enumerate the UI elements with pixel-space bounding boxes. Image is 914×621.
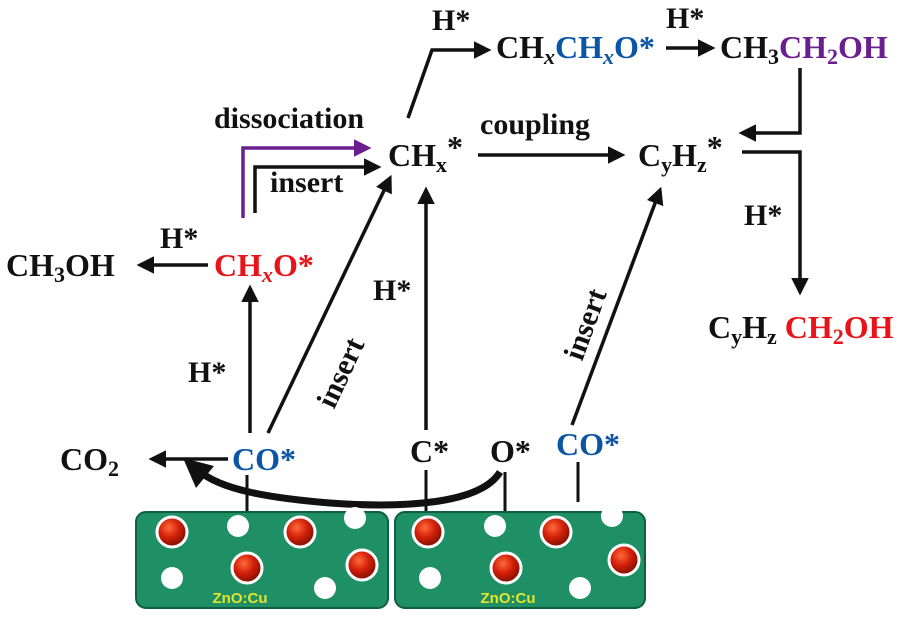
arrow-co-insert-chx	[266, 174, 392, 434]
label-dissociation: dissociation	[214, 102, 364, 135]
label-h-top: H*	[432, 4, 470, 37]
label-h-top2: H*	[666, 2, 704, 35]
label-h-mid: H*	[373, 274, 411, 307]
species-chx: CHx*	[388, 129, 463, 177]
catalyst-label-left: ZnO:Cu	[213, 590, 268, 607]
arrow-oxygen-transfer	[195, 467, 503, 509]
species-methanol: CH3OH	[6, 247, 115, 287]
species-co2: CO2	[60, 441, 119, 481]
arrow-dissociation	[241, 139, 372, 218]
species-co-right: CO*	[556, 426, 620, 462]
catalyst-left: ZnO:Cu	[135, 507, 389, 609]
species-cyhz: CyHz*	[638, 129, 723, 177]
surface-bonds	[245, 462, 580, 512]
label-h-right: H*	[744, 199, 782, 232]
arrow-insert-horizontal	[253, 158, 382, 213]
species-chxchxo: CHxCHxO*	[496, 29, 655, 69]
label-h-left: H*	[160, 222, 198, 255]
arrow-co-insert-cyhz	[570, 186, 664, 426]
label-insert-right-diag: insert	[558, 284, 614, 364]
catalyst-right: ZnO:Cu	[394, 505, 646, 609]
arrow-chx-to-chxchxo	[406, 41, 492, 119]
arrow-oxygen-transfer-head	[183, 458, 214, 488]
species-chxo: CHxO*	[214, 247, 314, 287]
species-c: C*	[410, 433, 449, 469]
catalyst-label-right: ZnO:Cu	[481, 590, 536, 607]
arrow-cyhz-to-cyhzch2oh	[742, 150, 809, 296]
species-co-left: CO*	[232, 441, 296, 477]
arrows	[136, 39, 809, 468]
label-insert-left-diag: insert	[310, 333, 371, 413]
species-o: O*	[490, 433, 531, 469]
arrow-ethanol-to-cyhz	[738, 68, 802, 142]
label-insert-horizontal: insert	[270, 166, 343, 199]
label-coupling: coupling	[480, 108, 590, 141]
label-h-bottom-left: H*	[188, 356, 226, 389]
species-ethanol: CH3CH2OH	[720, 29, 888, 69]
